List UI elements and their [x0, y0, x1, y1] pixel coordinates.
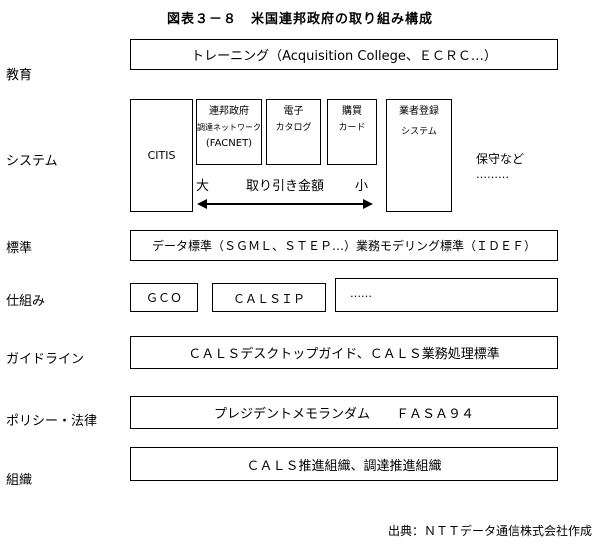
catalog-line-2: カタログ	[275, 123, 312, 133]
calsip-text: ＣＡＬＳＩＰ	[232, 292, 305, 306]
registration-line-2: システム	[401, 127, 437, 137]
education-text: トレーニング（Acquisition College、ＥＣＲＣ…）	[191, 49, 497, 64]
gco-box: ＧＣＯ	[130, 283, 198, 312]
catalog-box: 電子 カタログ	[266, 99, 321, 165]
registration-line-1: 業者登録	[399, 106, 439, 117]
amount-small-label: 小	[355, 179, 369, 194]
organization-box: ＣＡＬＳ推進組織、調達推進組織	[130, 447, 558, 481]
maintenance-label: 保守など	[476, 152, 525, 166]
card-box: 購買 カード	[327, 99, 377, 165]
mechanism-other-text: ……	[350, 287, 372, 300]
standard-box: データ標準（ＳＧＭＬ、ＳＴＥＰ…）業務モデリング標準（ＩＤＥＦ）	[130, 230, 558, 261]
registration-box: 業者登録 システム	[386, 99, 452, 212]
mechanism-other-box: ……	[335, 278, 558, 312]
row-label-education: 教育	[6, 68, 33, 83]
row-label-mechanism: 仕組み	[6, 294, 46, 309]
facnet-line-3: (FACNET)	[205, 138, 253, 149]
card-line-2: カード	[338, 123, 366, 133]
standard-text: データ標準（ＳＧＭＬ、ＳＴＥＰ…）業務モデリング標準（ＩＤＥＦ）	[151, 239, 536, 253]
education-box: トレーニング（Acquisition College、ＥＣＲＣ…）	[130, 39, 558, 70]
facnet-line-2: 調達ネットワーク	[197, 123, 261, 132]
amount-label: 取り引き金額	[246, 179, 325, 194]
guideline-text: ＣＡＬＳデスクトップガイド、ＣＡＬＳ業務処理標準	[188, 347, 500, 362]
citis-box: CITIS	[130, 99, 193, 212]
citis-text: CITIS	[147, 149, 176, 162]
row-label-organization: 組織	[6, 473, 33, 488]
row-label-guideline: ガイドライン	[6, 352, 85, 367]
maintenance-dots: ………	[476, 168, 509, 181]
policy-box: プレジデントメモランダム ＦＡＳＡ９４	[130, 396, 558, 429]
catalog-line-1: 電子	[283, 106, 304, 117]
calsip-box: ＣＡＬＳＩＰ	[212, 283, 326, 312]
facnet-line-1: 連邦政府	[209, 106, 249, 117]
amount-arrow	[197, 199, 373, 209]
policy-text: プレジデントメモランダム ＦＡＳＡ９４	[213, 407, 474, 422]
row-label-system: システム	[6, 154, 58, 169]
facnet-box: 連邦政府 調達ネットワーク (FACNET)	[196, 99, 262, 165]
gco-text: ＧＣＯ	[145, 291, 182, 305]
page-title: 図表３－８ 米国連邦政府の取り組み構成	[166, 12, 433, 27]
row-label-policy: ポリシー・法律	[6, 414, 98, 429]
guideline-box: ＣＡＬＳデスクトップガイド、ＣＡＬＳ業務処理標準	[130, 336, 558, 369]
organization-text: ＣＡＬＳ推進組織、調達推進組織	[246, 458, 442, 474]
source-credit: 出典：ＮＴＴデータ通信株式会社作成	[387, 524, 592, 538]
card-line-1: 購買	[342, 106, 362, 117]
amount-large-label: 大	[196, 179, 210, 194]
row-label-standard: 標準	[6, 241, 33, 256]
